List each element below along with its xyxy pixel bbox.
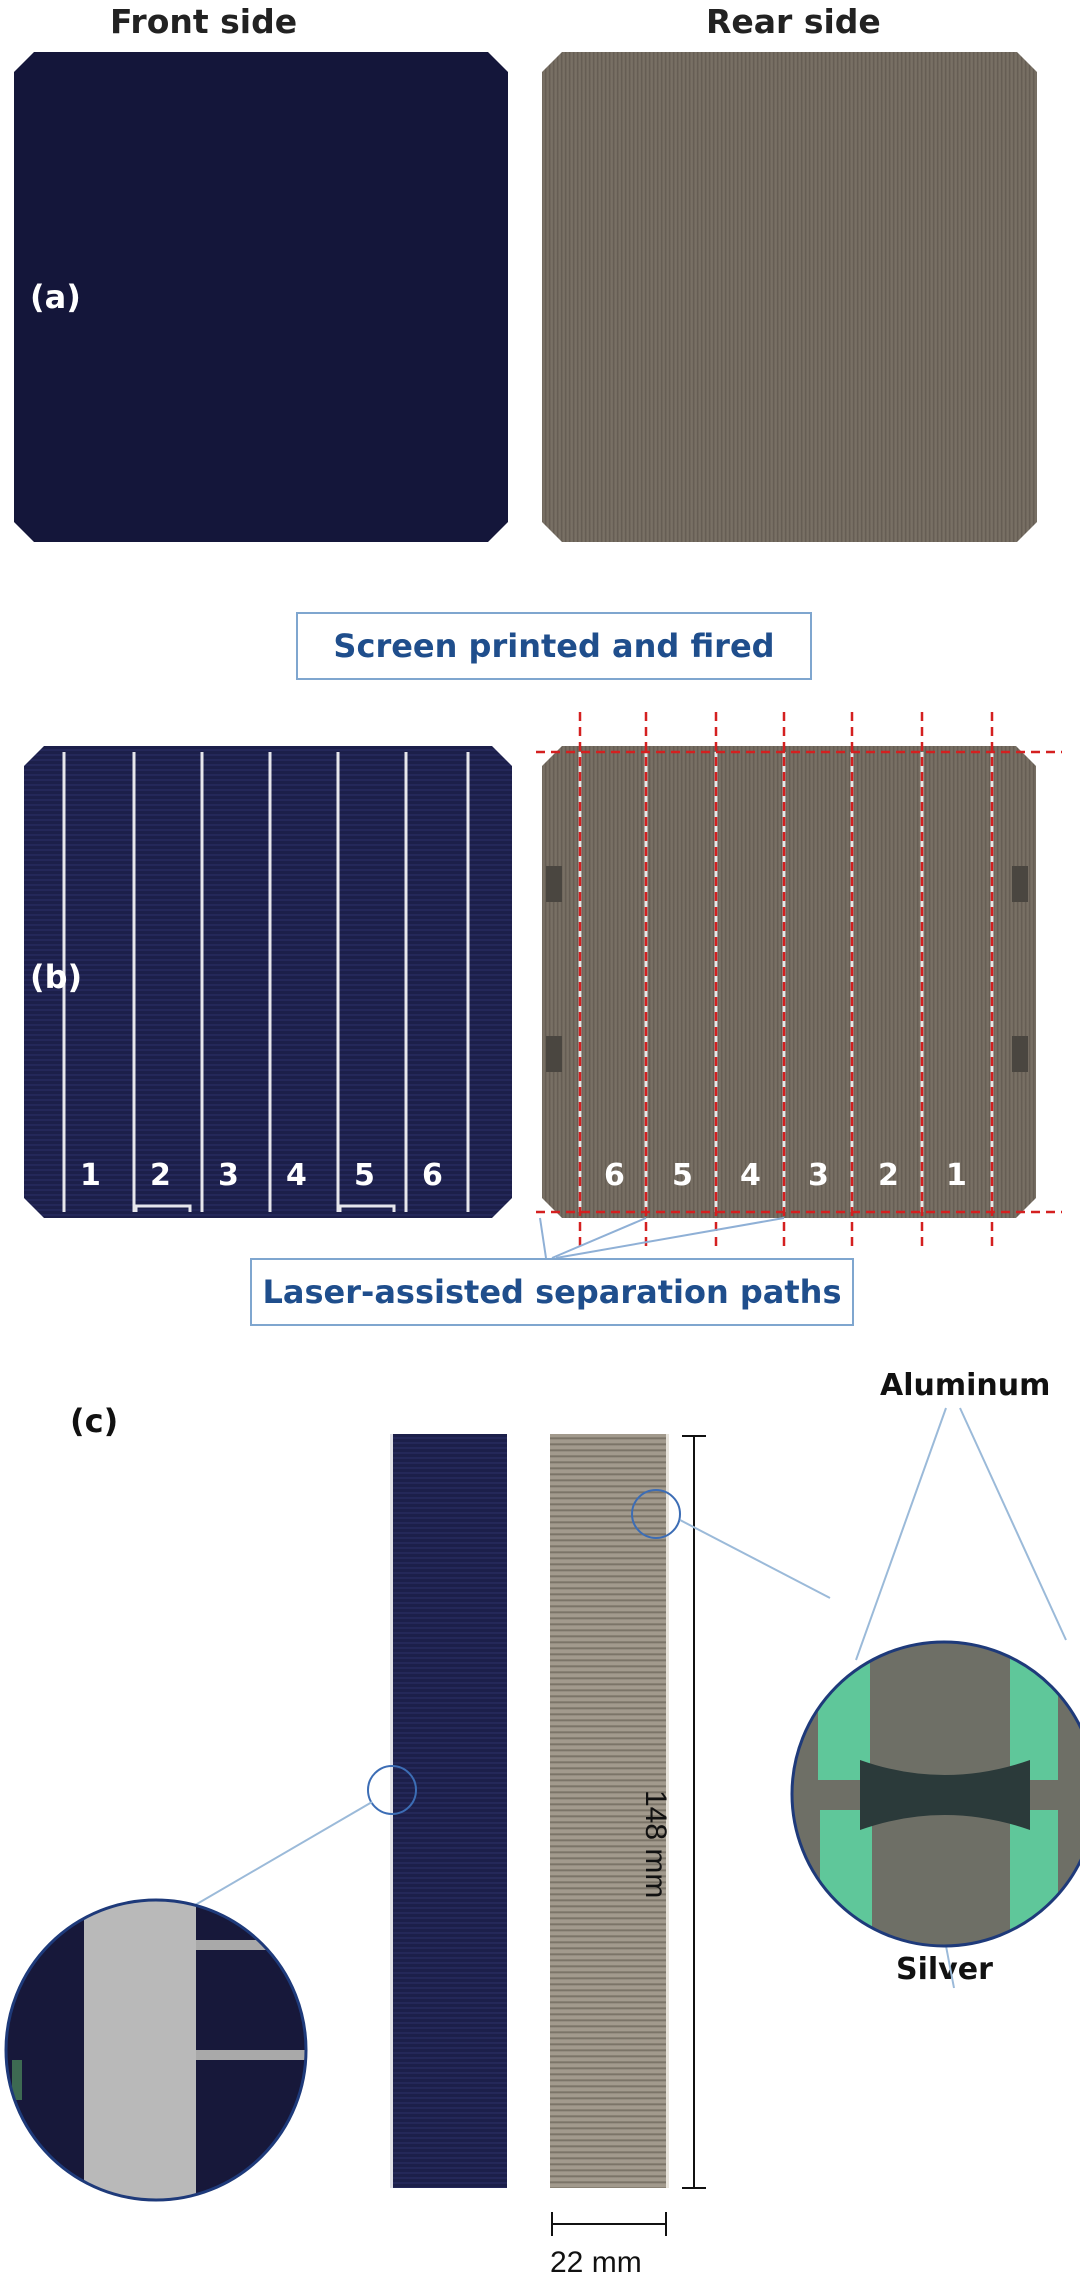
rear-strip-image: [550, 1434, 669, 2188]
front-tab-marks: [134, 1204, 396, 1212]
rear-busbar-lines: [578, 752, 994, 1212]
front-cell-image: [14, 52, 508, 542]
panel-c-label: (c): [70, 1402, 119, 1440]
width-label: 22 mm: [550, 2246, 642, 2279]
front-strip-image: [390, 1434, 507, 2188]
rear-side-header: Rear side: [706, 2, 881, 41]
rear-strip-number: 6: [604, 1158, 625, 1193]
panel-a-label: (a): [30, 278, 81, 316]
panel-c-overlay: [4, 1407, 1080, 2236]
rear-magnified-view: [790, 1640, 1080, 1948]
aluminum-label: Aluminum: [880, 1368, 1051, 1403]
front-busbar-lines: [62, 752, 470, 1212]
laser-leader-lines: [539, 1217, 785, 1259]
silver-label: Silver: [896, 1952, 993, 1987]
laser-separation-callout: Laser-assisted separation paths: [250, 1258, 854, 1326]
front-strip-number: 5: [354, 1158, 375, 1193]
length-label: 148 mm: [639, 1790, 672, 1899]
rear-strip-number: 5: [672, 1158, 693, 1193]
front-strip-number: 3: [218, 1158, 239, 1193]
front-side-header: Front side: [110, 2, 298, 41]
front-strip-number: 4: [286, 1158, 307, 1193]
rear-strip-number: 4: [740, 1158, 761, 1193]
front-cell-busbars: [24, 746, 512, 1218]
panel-b-label: (b): [30, 958, 83, 996]
rear-strip-number: 3: [808, 1158, 829, 1193]
zoom-leader-lines: [189, 1407, 1067, 1989]
front-magnified-view: [4, 1898, 308, 2202]
length-dimension: [682, 1435, 706, 2189]
laser-separation-paths: [536, 712, 1062, 1252]
rear-pad-marks: [546, 866, 1028, 1072]
screen-printed-callout: Screen printed and fired: [296, 612, 812, 680]
rear-strip-number: 1: [946, 1158, 967, 1193]
rear-cell-busbars: [542, 746, 1036, 1218]
rear-strip-number: 2: [878, 1158, 899, 1193]
front-strip-number: 2: [150, 1158, 171, 1193]
panel-b-overlay: [62, 712, 1062, 1259]
front-strip-number: 6: [422, 1158, 443, 1193]
rear-zoom-marker: [631, 1489, 681, 1539]
width-dimension: [551, 2212, 667, 2236]
front-zoom-marker: [367, 1765, 417, 1815]
front-strip-number: 1: [80, 1158, 101, 1193]
rear-cell-image: [542, 52, 1037, 542]
